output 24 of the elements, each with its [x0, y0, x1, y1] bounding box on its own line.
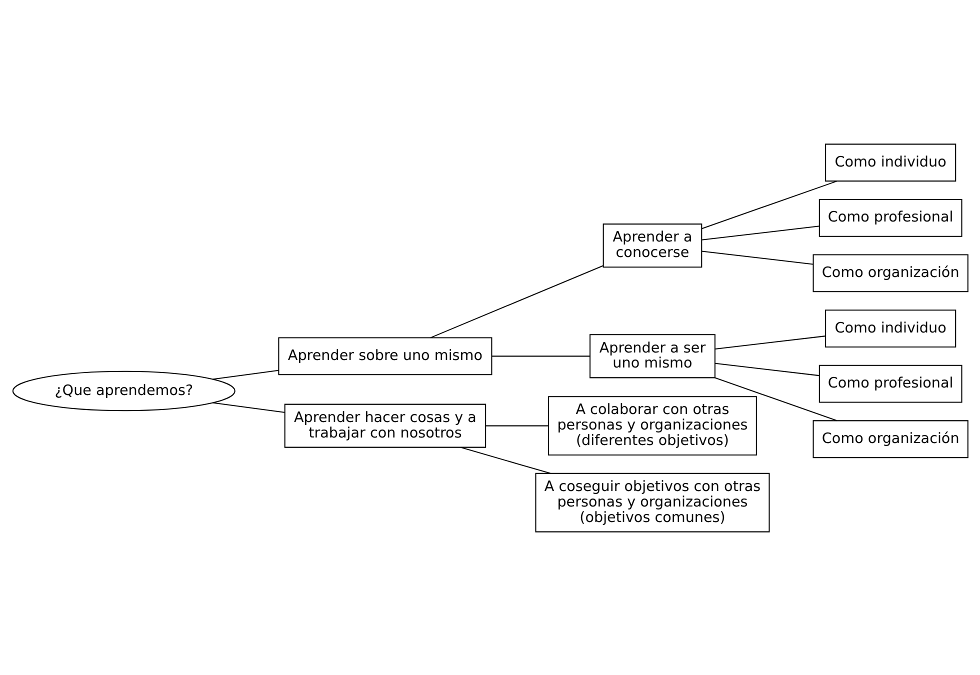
node-box: Como profesional	[818, 198, 962, 236]
connector	[212, 369, 278, 380]
connector	[212, 402, 284, 412]
connector	[485, 424, 548, 426]
node-box: Como profesional	[818, 364, 962, 402]
node-box: Aprender hacer cosas y a trabajar con nosotros	[284, 403, 486, 448]
connector	[714, 335, 825, 349]
node-box: Como organización	[812, 420, 968, 458]
connector	[701, 250, 812, 264]
node-box: Como individuo	[824, 309, 956, 347]
connector	[701, 180, 836, 229]
node-box: Como individuo	[824, 143, 956, 182]
connector	[491, 355, 590, 356]
node-box: Aprender sobre uno mismo	[278, 336, 492, 375]
connector	[701, 225, 819, 240]
node-box: Aprender a conocerse	[602, 223, 702, 268]
node-box: A coseguir objetivos con otras personas y organizaciones (objetivos comunes)	[534, 472, 770, 532]
connector	[430, 264, 604, 338]
connector	[714, 362, 819, 376]
node-box: Aprender a ser uno mismo	[589, 334, 715, 378]
node-box: A colaborar con otras personas y organizaciones (diferentes objetivos)	[548, 396, 756, 456]
connector	[460, 446, 550, 474]
node-box: Como organización	[812, 254, 968, 292]
node-ellipse: ¿Que aprendemos?	[12, 370, 235, 411]
